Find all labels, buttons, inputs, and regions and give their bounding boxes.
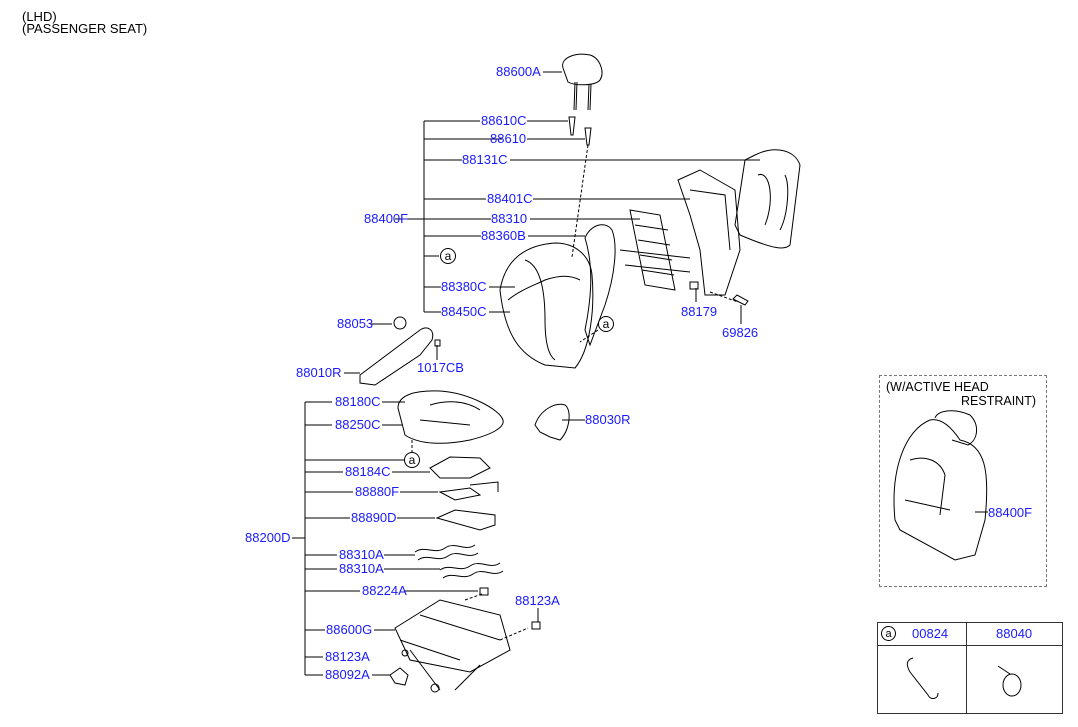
group-label-88200D[interactable]: 88200D — [245, 530, 291, 545]
diagram-note-lhd: (LHD) — [22, 9, 57, 24]
part-label-88131C[interactable]: 88131C — [462, 152, 508, 167]
part-label-88310A-1[interactable]: 88310A — [339, 547, 384, 562]
knob-shape — [393, 316, 407, 330]
cable-tie-shape — [1002, 673, 1022, 697]
part-label-88053[interactable]: 88053 — [337, 316, 374, 331]
part-label-88092A[interactable]: 88092A — [325, 667, 370, 682]
inset-active-head-restraint — [879, 375, 1047, 587]
sensor-shape — [438, 481, 499, 501]
part-label-88179[interactable]: 88179 — [681, 304, 718, 319]
part-label-88184C[interactable]: 88184C — [345, 464, 391, 479]
table-divider-vertical — [966, 623, 967, 713]
part-label-88890D[interactable]: 88890D — [351, 510, 397, 525]
part-label-88610[interactable]: 88610 — [490, 131, 527, 146]
part-label-88380C[interactable]: 88380C — [441, 279, 487, 294]
cap-right-shape — [479, 587, 489, 596]
recliner-cover-shape — [359, 327, 434, 386]
part-label-69826[interactable]: 69826 — [722, 325, 759, 340]
part-label-88360B[interactable]: 88360B — [481, 228, 526, 243]
part-label-88610C[interactable]: 88610C — [481, 113, 527, 128]
seatback-cover-shape — [499, 242, 594, 369]
cushion-pad-shape — [429, 456, 491, 479]
table-header-00824[interactable]: 00824 — [912, 626, 949, 641]
inset-part-label-88400F[interactable]: 88400F — [988, 505, 1033, 520]
part-label-88310[interactable]: 88310 — [491, 211, 528, 226]
part-label-88010R[interactable]: 88010R — [296, 365, 342, 380]
cap-lower-shape — [531, 621, 541, 630]
stopper-shape — [689, 281, 699, 290]
cover-lower-shape — [389, 667, 409, 686]
part-label-88123A-right[interactable]: 88123A — [515, 593, 560, 608]
ref-circle-a-back: a — [598, 316, 614, 332]
part-label-headrest[interactable]: 88600A — [496, 64, 541, 79]
part-label-88030R[interactable]: 88030R — [585, 412, 631, 427]
back-pad-side-shape — [584, 224, 616, 347]
track-shape — [394, 599, 511, 673]
part-label-1017CB[interactable]: 1017CB — [417, 360, 464, 375]
part-label-88180C[interactable]: 88180C — [335, 394, 381, 409]
ref-circle-a-cushion: a — [404, 452, 420, 468]
inset-title-line1: (W/ACTIVE HEAD — [886, 380, 989, 394]
cushion-cover-shape — [397, 390, 504, 444]
back-frame-shape — [677, 169, 741, 296]
table-header-88040[interactable]: 88040 — [996, 626, 1033, 641]
part-label-88250C[interactable]: 88250C — [335, 417, 381, 432]
inset-seatback-shape — [893, 419, 988, 561]
group-label-88400F[interactable]: 88400F — [364, 211, 409, 226]
part-label-88310A-2[interactable]: 88310A — [339, 561, 384, 576]
shield-shape — [534, 403, 570, 441]
spring-shape-1 — [414, 544, 479, 561]
clip-hook-shape — [906, 657, 939, 699]
inset-title-line2: RESTRAINT) — [961, 394, 1036, 408]
screw-shape — [434, 339, 441, 347]
part-label-88600G[interactable]: 88600G — [326, 622, 373, 637]
back-board-shape — [734, 149, 801, 249]
part-label-88450C[interactable]: 88450C — [441, 304, 487, 319]
spring-shape-2 — [439, 562, 504, 579]
back-spring-shape — [619, 209, 691, 291]
ref-circle-a: a — [440, 248, 456, 264]
diagram-note-passenger-seat: (PASSENGER SEAT) — [22, 21, 148, 36]
part-label-88401C[interactable]: 88401C — [487, 191, 533, 206]
mat-shape — [435, 509, 496, 531]
part-label-88123A-lower[interactable]: 88123A — [325, 649, 370, 664]
clip-legend-table: a 00824 88040 — [877, 622, 1063, 714]
table-ref-circle-a: a — [881, 626, 896, 641]
headrest-shape — [562, 53, 603, 86]
bolt-shape — [732, 294, 749, 306]
part-label-88880F[interactable]: 88880F — [355, 484, 400, 499]
part-label-88224A[interactable]: 88224A — [362, 583, 407, 598]
table-divider-horizontal — [878, 645, 1062, 646]
